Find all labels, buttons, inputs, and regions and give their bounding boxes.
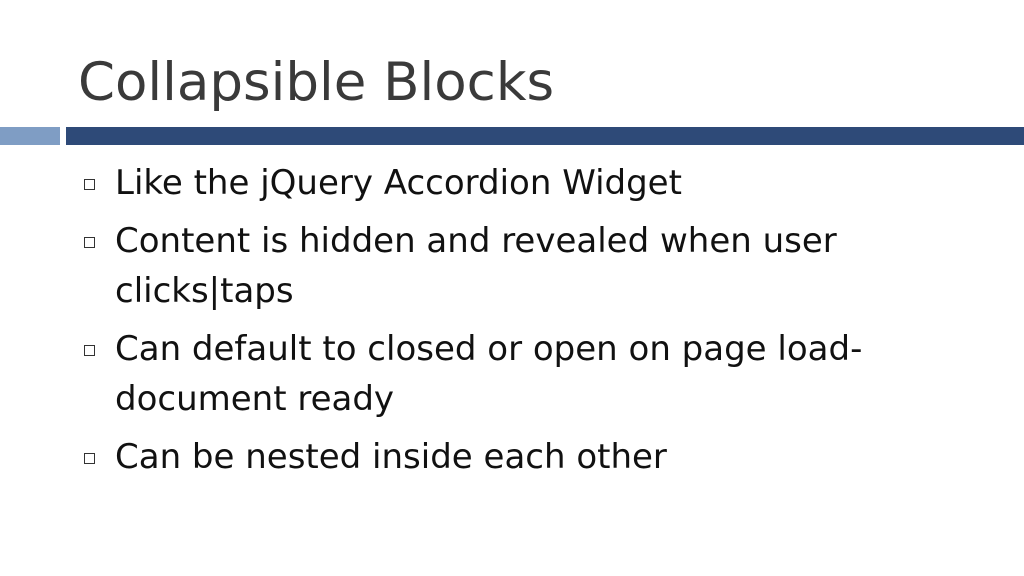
square-bullet-icon (84, 345, 95, 356)
accent-bar-left (0, 127, 60, 145)
accent-bar-right (66, 127, 1024, 145)
bullet-text: Can default to closed or open on page lo… (115, 329, 863, 419)
bullet-text: Like the jQuery Accordion Widget (115, 163, 682, 203)
bullet-text: Can be nested inside each other (115, 437, 667, 477)
bullet-item: Can be nested inside each other (84, 432, 984, 482)
square-bullet-icon (84, 237, 95, 248)
square-bullet-icon (84, 179, 95, 190)
square-bullet-icon (84, 453, 95, 464)
bullet-item: Can default to closed or open on page lo… (84, 324, 984, 424)
bullet-text: Content is hidden and revealed when user… (115, 221, 837, 311)
bullet-item: Like the jQuery Accordion Widget (84, 158, 984, 208)
bullet-list: Like the jQuery Accordion Widget Content… (84, 158, 984, 490)
bullet-item: Content is hidden and revealed when user… (84, 216, 984, 316)
slide-title: Collapsible Blocks (78, 52, 555, 113)
